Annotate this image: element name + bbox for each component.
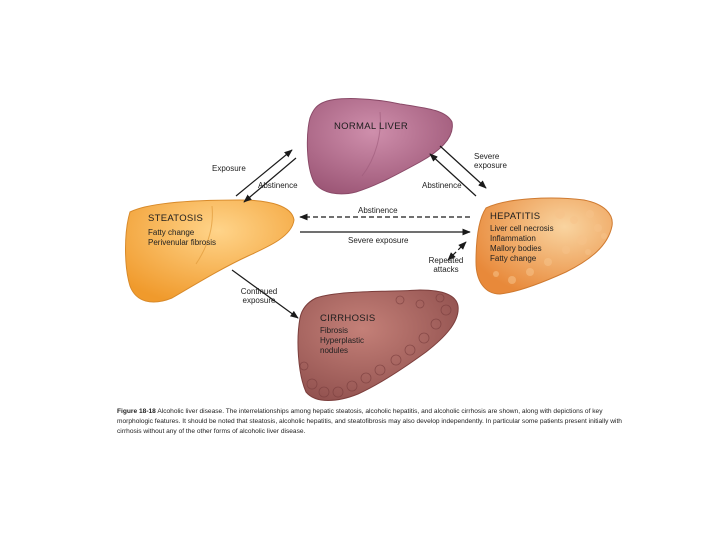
- hepatitis-nodule-texture: [493, 209, 607, 284]
- steatosis-title: STEATOSIS: [148, 213, 204, 224]
- hepatitis-feature-4: Fatty change: [490, 254, 537, 263]
- normal-liver-title: NORMAL LIVER: [334, 121, 408, 132]
- hepatitis-feature-1: Liver cell necrosis: [490, 224, 554, 233]
- edge-label-exposure: Exposure: [212, 164, 246, 173]
- edge-label-repeated-attacks-1: Repeated: [428, 256, 464, 265]
- edge-label-continued-exposure-1: Continued: [240, 287, 278, 296]
- figure-caption: Figure 18-18 Alcoholic liver disease. Th…: [117, 407, 637, 437]
- cirrhosis-feature-2: Hyperplastic: [320, 336, 365, 345]
- hepatitis-feature-3: Mallory bodies: [490, 244, 542, 253]
- arrow-abstinence-left: [243, 157, 297, 203]
- edge-label-severe-exposure-middle: Severe exposure: [348, 236, 409, 245]
- hepatitis-liver-shape: [475, 197, 613, 295]
- figure-caption-text: Alcoholic liver disease. The interrelati…: [117, 408, 622, 435]
- normal-liver-shape: [306, 98, 453, 195]
- steatosis-feature-2: Perivenular fibrosis: [148, 238, 217, 247]
- cirrhosis-feature-3: nodules: [320, 346, 349, 355]
- edge-label-continued-exposure-2: exposure: [242, 296, 276, 305]
- edge-label-abstinence-right: Abstinence: [422, 181, 462, 190]
- steatosis-liver-fold: [195, 205, 213, 265]
- arrow-exposure: [235, 149, 293, 197]
- steatosis-liver-shape: [125, 199, 295, 303]
- edge-label-severe-exposure-top-2: exposure: [474, 161, 507, 170]
- cirrhosis-nodule-texture: [299, 293, 452, 398]
- arrow-severe-exposure-top: [439, 145, 487, 189]
- edge-label-abstinence-left: Abstinence: [258, 181, 298, 190]
- normal-liver-fold: [361, 111, 381, 177]
- steatosis-feature-1: Fatty change: [148, 228, 195, 237]
- cirrhosis-title: CIRRHOSIS: [320, 313, 376, 324]
- arrow-repeated-attacks: [447, 241, 467, 261]
- cirrhosis-feature-1: Fibrosis: [320, 326, 349, 335]
- arrow-abstinence-right: [429, 153, 477, 197]
- edge-label-repeated-attacks-2: attacks: [433, 265, 459, 274]
- cirrhosis-liver-shape: [297, 289, 459, 401]
- hepatitis-feature-2: Inflammation: [490, 234, 536, 243]
- figure-caption-label: Figure 18-18: [117, 408, 156, 415]
- edge-label-abstinence-middle: Abstinence: [358, 206, 398, 215]
- hepatitis-title: HEPATITIS: [490, 211, 541, 222]
- edge-label-severe-exposure-top-1: Severe: [474, 152, 500, 161]
- arrow-continued-exposure: [231, 269, 299, 319]
